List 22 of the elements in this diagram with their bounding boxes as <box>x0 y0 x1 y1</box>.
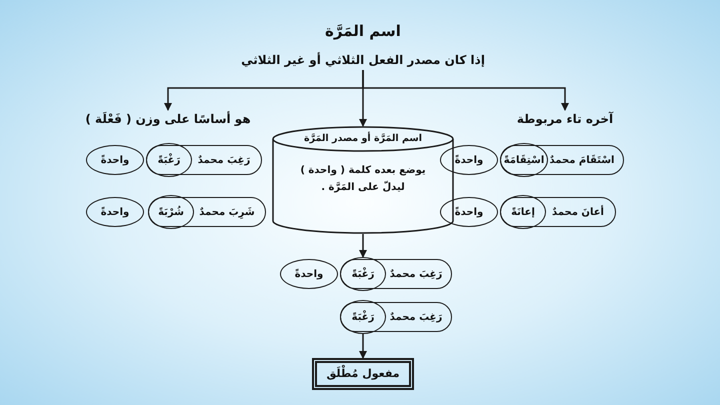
cylinder-heading: اسم المَرَّة أو مصدر المَرَّة <box>302 131 424 146</box>
branch-heading: آخره تاء مربوطة <box>500 110 630 128</box>
masdar-oval: رَغْبَةً <box>340 257 386 291</box>
arrow <box>359 334 367 359</box>
masdar-oval: شُرْبَةً <box>148 195 194 229</box>
subtitle-text: إذا كان مصدر الفعل الثلاثي أو غير الثلاثي <box>225 50 501 70</box>
cylinder-text: يوضع بعده كلمة ( واحدة ) ليدلّ على المَرَّة . <box>299 164 427 195</box>
result-box: مفعول مُطْلَق <box>312 358 414 390</box>
masdar-oval: رَغْبَةً <box>340 300 386 334</box>
branch-heading: هو أساسًا على وزن ( فَعْلَة ) <box>78 110 258 128</box>
title: اسم المَرَّة <box>324 21 402 42</box>
arrow <box>359 234 367 258</box>
word-oval: واحدةً <box>280 259 338 289</box>
masdar-oval: إعانَةً <box>500 195 546 229</box>
word-oval: واحدةً <box>86 145 144 175</box>
arrow <box>164 70 364 111</box>
cylinder-shape <box>272 126 454 234</box>
word-oval: واحدةً <box>440 197 498 227</box>
word-oval: واحدةً <box>86 197 144 227</box>
masdar-oval: رَغْبَةً <box>146 143 192 177</box>
word-oval: واحدةً <box>440 145 498 175</box>
masdar-oval: اسْتِقَامَةً <box>500 143 548 177</box>
